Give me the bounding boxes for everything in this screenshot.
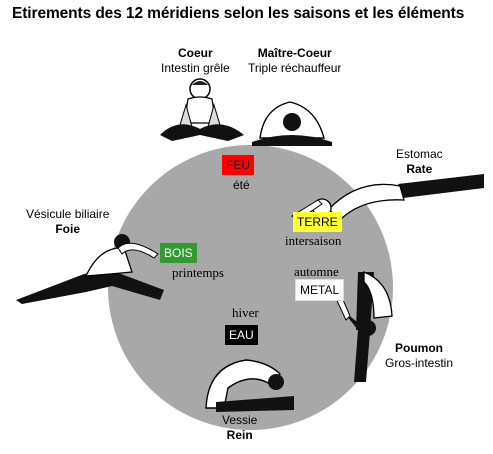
meridian-maitre-coeur-sub: Triple réchauffeur [248,61,342,75]
season-hiver-label: hiver [232,305,259,320]
meridian-maitre-coeur-title: Maître-Coeur [257,46,332,60]
meridian-vessie-bold: Rein [226,428,253,442]
standing-fold-figure [331,271,393,382]
forward-fold-figure [252,101,332,146]
meridian-vesicule-top: Vésicule biliaire [26,207,110,221]
meridian-vesicule-bold: Foie [55,222,81,236]
season-automne-label: automne [294,264,339,279]
meridian-vessie-top: Vessie [222,413,258,427]
element-terre-badge: TERRE [293,212,342,232]
meridian-vesicule-label: Vésicule biliaire Foie [26,207,109,237]
element-feu-badge: FEU [222,155,254,175]
season-ete-label: été [233,178,250,192]
meridian-vessie-label: Vessie Rein [222,413,257,443]
diagram-title: Etirements des 12 méridiens selon les sa… [12,5,465,22]
element-bois-badge: BOIS [160,243,197,263]
meridian-poumon-bold: Poumon [395,341,444,355]
meridian-estomac-bold: Rate [406,162,433,176]
meridian-coeur-label: Coeur Intestin grêle [161,46,230,76]
element-metal-badge: METAL [294,279,345,301]
meridian-poumon-label: Poumon Gros-intestin [385,341,453,371]
element-eau-badge: EAU [225,325,258,345]
meridian-estomac-label: Estomac Rate [396,147,443,177]
meridian-maitre-coeur-label: Maître-Coeur Triple réchauffeur [248,46,341,76]
meridian-coeur-sub: Intestin grêle [161,61,230,75]
season-printemps-label: printemps [172,265,224,280]
meridian-estomac-top: Estomac [396,147,443,161]
meridian-poumon-sub: Gros-intestin [385,356,454,370]
season-intersaison-label: intersaison [285,233,342,248]
seated-forward-bend-figure [205,359,294,412]
seated-butterfly-figure [160,78,244,141]
meridian-coeur-title: Coeur [178,46,213,60]
side-stretch-figure [16,234,164,304]
